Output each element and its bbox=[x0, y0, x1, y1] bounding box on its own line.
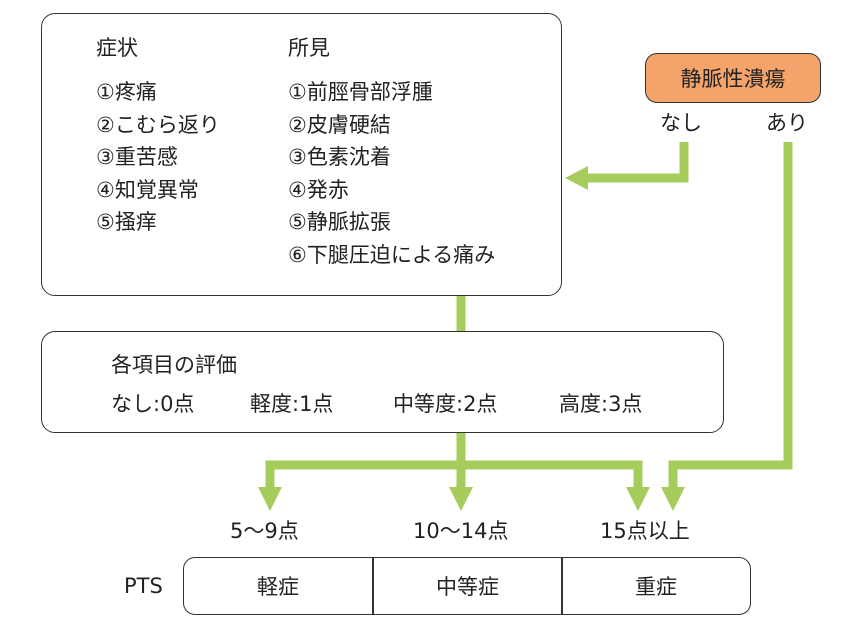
score-moderate: 10〜14点 bbox=[413, 519, 509, 543]
grade-moderate: 中等度:2点 bbox=[393, 392, 498, 416]
pts-label: PTS bbox=[124, 574, 163, 598]
finding-item: ③色素沈着 bbox=[288, 145, 391, 169]
grade-none: なし:0点 bbox=[111, 392, 195, 416]
pts-divider bbox=[561, 558, 563, 614]
connector-no-ulcer bbox=[586, 142, 689, 183]
venous-ulcer-box: 静脈性潰瘍 bbox=[645, 53, 821, 103]
venous-ulcer-label: 静脈性潰瘍 bbox=[680, 67, 786, 91]
ulcer-yes-label: あり bbox=[766, 111, 808, 135]
score-mild: 5〜9点 bbox=[230, 519, 299, 543]
evaluation-box bbox=[41, 331, 724, 433]
symptom-list: ①疼痛 ②こむら返り ③重苦感 ④知覚異常 ⑤掻痒 bbox=[96, 76, 220, 239]
connector-yes-ulcer bbox=[668, 142, 793, 489]
symptom-item: ②こむら返り bbox=[96, 112, 220, 137]
symptom-item: ④知覚異常 bbox=[96, 177, 199, 202]
pts-divider bbox=[372, 558, 374, 614]
connector-branch-right bbox=[461, 460, 643, 489]
finding-item: ①前脛骨部浮腫 bbox=[288, 80, 433, 104]
score-severe: 15点以上 bbox=[600, 519, 690, 543]
arrowhead-to-main bbox=[565, 166, 588, 190]
arrowhead-mild bbox=[258, 487, 282, 511]
pts-level-severe: 重症 bbox=[635, 575, 677, 599]
connector-branch-left bbox=[265, 460, 461, 489]
symptom-item: ①疼痛 bbox=[96, 80, 157, 104]
symptom-item: ⑤掻痒 bbox=[96, 210, 157, 234]
finding-item: ④発赤 bbox=[288, 177, 349, 202]
pts-level-mild: 軽症 bbox=[257, 575, 299, 599]
finding-item: ⑤静脈拡張 bbox=[288, 210, 391, 234]
finding-list: ①前脛骨部浮腫 ②皮膚硬結 ③色素沈着 ④発赤 ⑤静脈拡張 ⑥下腿圧迫による痛み bbox=[288, 76, 495, 271]
symptoms-findings-box bbox=[41, 13, 562, 296]
grade-mild: 軽度:1点 bbox=[250, 392, 334, 416]
arrowhead-moderate bbox=[449, 487, 473, 511]
symptom-item: ③重苦感 bbox=[96, 145, 178, 169]
ulcer-no-label: なし bbox=[660, 111, 702, 135]
pts-severity-box: 軽症 中等症 重症 bbox=[183, 557, 751, 615]
finding-item: ②皮膚硬結 bbox=[288, 112, 391, 137]
symptoms-heading: 症状 bbox=[96, 36, 138, 60]
findings-heading: 所見 bbox=[288, 36, 330, 60]
finding-item: ⑥下腿圧迫による痛み bbox=[288, 242, 496, 267]
pts-level-moderate: 中等症 bbox=[436, 575, 499, 599]
arrowhead-severe-left bbox=[626, 487, 650, 511]
grade-severe: 高度:3点 bbox=[559, 392, 643, 416]
arrowhead-severe-right bbox=[661, 487, 685, 511]
evaluation-title: 各項目の評価 bbox=[111, 353, 237, 377]
